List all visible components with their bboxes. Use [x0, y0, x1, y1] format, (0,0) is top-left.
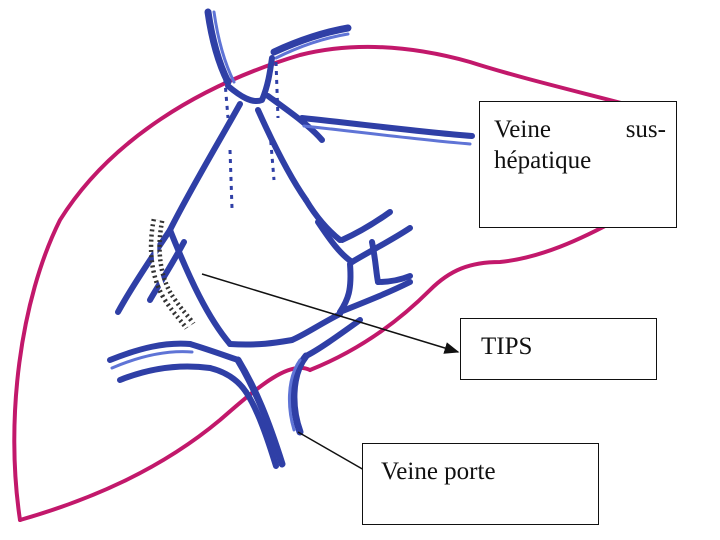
- portal-vein-trunk: [238, 356, 306, 466]
- hepatic-veins: [170, 12, 472, 230]
- left-portal-branches: [110, 230, 292, 392]
- hepatic-vein-label-box: Veine sus- hépatique: [479, 101, 677, 228]
- portal-vein-label-box: Veine porte: [362, 443, 599, 525]
- tips-label-box: TIPS: [460, 318, 657, 380]
- portal-vein-label: Veine porte: [381, 458, 496, 485]
- hepatic-vein-label-word1: Veine: [494, 114, 551, 145]
- hepatic-vein-label-line2: hépatique: [494, 145, 666, 176]
- tips-label: TIPS: [481, 333, 532, 360]
- hepatic-vein-label-word2: sus-: [626, 114, 666, 145]
